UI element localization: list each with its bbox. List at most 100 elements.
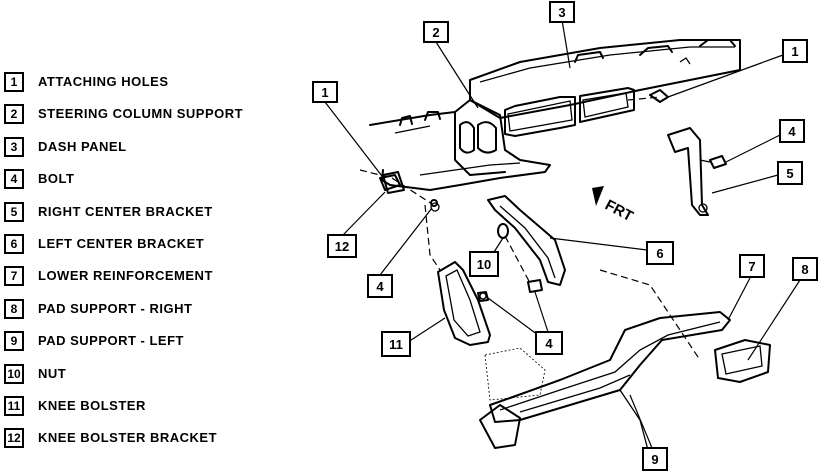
leader-line — [629, 394, 653, 449]
legend-item: 5 RIGHT CENTER BRACKET — [4, 198, 284, 230]
nut — [497, 223, 509, 239]
legend-number: 9 — [4, 331, 24, 352]
leader-line — [379, 207, 433, 276]
leader-line — [342, 191, 386, 236]
callout-1-right: 1 — [782, 39, 808, 63]
leader-line — [534, 291, 549, 333]
leader-line — [727, 277, 751, 321]
leader-line — [711, 174, 779, 194]
callout-2: 2 — [423, 21, 449, 43]
callout-number: 10 — [477, 257, 491, 272]
leader-line — [561, 19, 571, 69]
front-direction-arrow: FRT — [592, 186, 636, 225]
callout-number: 1 — [791, 44, 798, 59]
legend-item: 8 PAD SUPPORT - RIGHT — [4, 295, 284, 327]
callout-number: 2 — [432, 25, 439, 40]
legend-number: 12 — [4, 428, 24, 449]
callout-number: 7 — [748, 259, 755, 274]
alignment-line — [504, 235, 531, 284]
leader-line — [667, 54, 784, 98]
leader-line — [324, 101, 386, 181]
callout-number: 4 — [788, 124, 796, 139]
legend-number: 1 — [4, 72, 24, 92]
callout-4-bottom: 4 — [535, 331, 563, 355]
dash-panel — [469, 39, 741, 137]
parts-legend: 1 ATTACHING HOLES 2 STEERING COLUMN SUPPOR… — [4, 68, 284, 457]
callout-number: 9 — [651, 452, 658, 467]
arrow-icon — [592, 186, 604, 206]
leader-line — [747, 279, 801, 361]
callout-7: 7 — [739, 254, 765, 278]
callout-1-left: 1 — [312, 81, 338, 103]
alignment-line — [599, 269, 701, 361]
legend-label: BOLT — [38, 171, 75, 187]
bolt-bottom — [477, 279, 543, 302]
lower-reinforcement — [484, 311, 731, 423]
legend-number: 3 — [4, 136, 24, 157]
alignment-line — [627, 96, 661, 101]
callout-3: 3 — [549, 1, 575, 23]
callout-number: 3 — [558, 5, 565, 20]
legend-label: STEERING COLUMN SUPPORT — [38, 106, 244, 122]
callout-number: 4 — [376, 279, 384, 294]
callout-9: 9 — [642, 447, 668, 471]
leader-line — [487, 297, 539, 336]
legend-label: RIGHT CENTER BRACKET — [38, 203, 213, 219]
leader-line — [435, 41, 479, 109]
legend-item: 9 PAD SUPPORT - LEFT — [4, 327, 284, 359]
legend-item: 10 NUT — [4, 360, 284, 392]
callout-8: 8 — [792, 257, 818, 281]
legend-number: 5 — [4, 201, 24, 222]
leader-line — [493, 237, 504, 253]
callout-number: 1 — [321, 85, 328, 100]
callout-12: 12 — [327, 234, 357, 258]
leader-line — [549, 237, 648, 251]
legend-number: 11 — [4, 395, 24, 416]
callout-6: 6 — [646, 241, 674, 265]
callout-number: 5 — [786, 166, 793, 181]
bolt-right — [699, 155, 727, 169]
legend-label: LOWER REINFORCEMENT — [38, 268, 213, 284]
legend-item: 2 STEERING COLUMN SUPPORT — [4, 100, 284, 132]
callout-number: 8 — [801, 262, 808, 277]
leader-line — [407, 317, 446, 343]
callout-11: 11 — [381, 331, 411, 357]
legend-number: 6 — [4, 233, 24, 254]
legend-label: KNEE BOLSTER — [38, 397, 146, 413]
legend-item: 6 LEFT CENTER BRACKET — [4, 230, 284, 262]
legend-number: 8 — [4, 298, 24, 319]
callout-number: 4 — [545, 336, 553, 351]
legend-item: 12 KNEE BOLSTER BRACKET — [4, 424, 284, 456]
legend-item: 11 KNEE BOLSTER — [4, 392, 284, 424]
alignment-line — [424, 204, 441, 271]
callout-4-right: 4 — [779, 119, 805, 143]
legend-label: PAD SUPPORT - RIGHT — [38, 300, 193, 316]
legend-item: 1 ATTACHING HOLES — [4, 68, 284, 100]
frt-label: FRT — [602, 197, 636, 226]
callout-number: 11 — [389, 337, 403, 352]
pad-support-right — [714, 339, 771, 383]
callout-10: 10 — [469, 251, 499, 277]
legend-label: ATTACHING HOLES — [38, 74, 169, 89]
leader-line — [725, 134, 781, 163]
left-center-bracket — [487, 195, 566, 286]
callout-number: 12 — [335, 239, 349, 254]
legend-number: 7 — [4, 266, 24, 287]
legend-label: KNEE BOLSTER BRACKET — [38, 430, 218, 446]
legend-label: LEFT CENTER BRACKET — [38, 235, 205, 251]
callout-4-left: 4 — [367, 274, 393, 298]
legend-label: PAD SUPPORT - LEFT — [38, 333, 184, 349]
legend-number: 4 — [4, 169, 24, 190]
legend-number: 2 — [4, 104, 24, 125]
legend-item: 4 BOLT — [4, 165, 284, 197]
legend-item: 3 DASH PANEL — [4, 133, 284, 165]
callout-5: 5 — [777, 161, 803, 185]
knee-bolster-bracket — [382, 171, 440, 212]
legend-label: DASH PANEL — [38, 138, 127, 154]
legend-label: NUT — [38, 365, 67, 381]
right-center-bracket — [649, 89, 709, 216]
legend-item: 7 LOWER REINFORCEMENT — [4, 262, 284, 294]
legend-number: 10 — [4, 363, 24, 384]
callout-number: 6 — [656, 246, 663, 261]
